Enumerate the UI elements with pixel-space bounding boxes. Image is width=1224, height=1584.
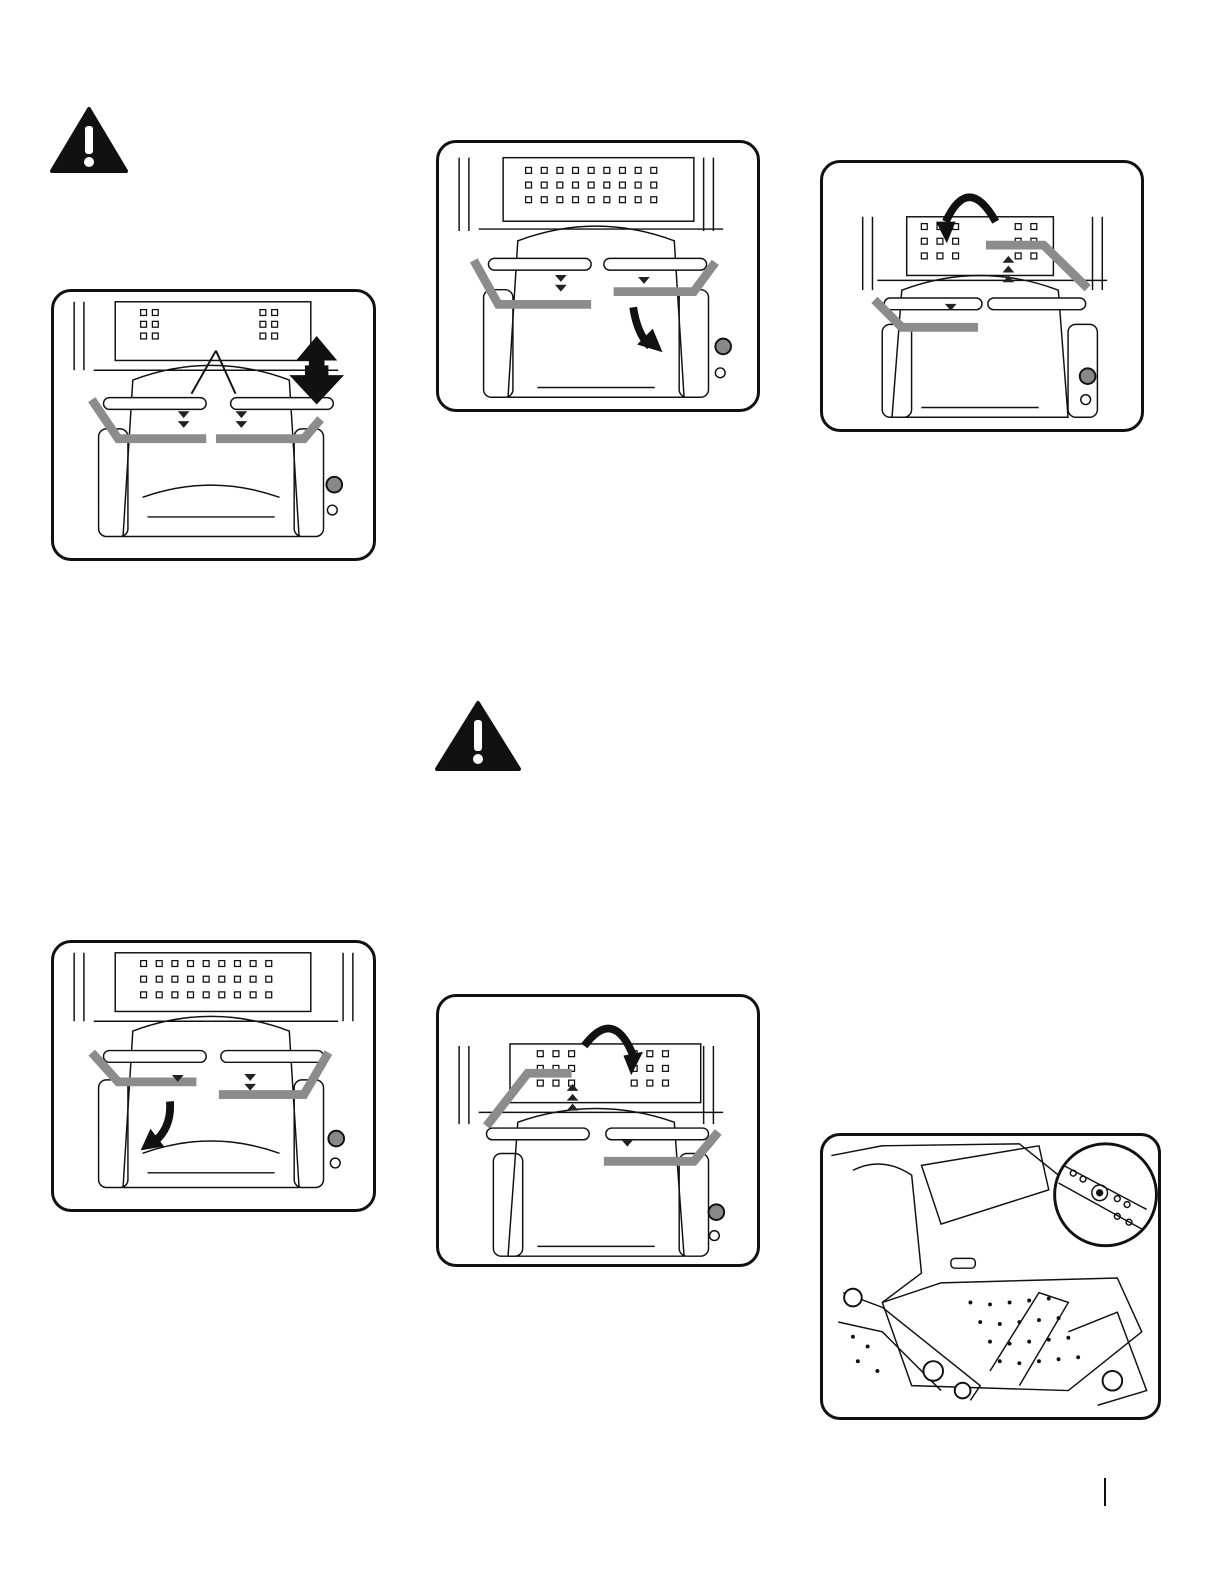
figure-deck-adjustment-detail xyxy=(820,1133,1161,1420)
warning-triangle-icon xyxy=(434,700,522,772)
figure-left-lap-bar-raised xyxy=(436,994,760,1267)
figure-right-lap-bar-lowered xyxy=(436,140,760,412)
page-number-divider xyxy=(1104,1478,1106,1506)
warning-triangle-icon xyxy=(50,106,128,174)
figure-left-lap-bar-lowered xyxy=(51,940,376,1212)
figure-lap-bar-height xyxy=(51,289,376,561)
figure-right-lap-bar-raised xyxy=(820,160,1144,432)
